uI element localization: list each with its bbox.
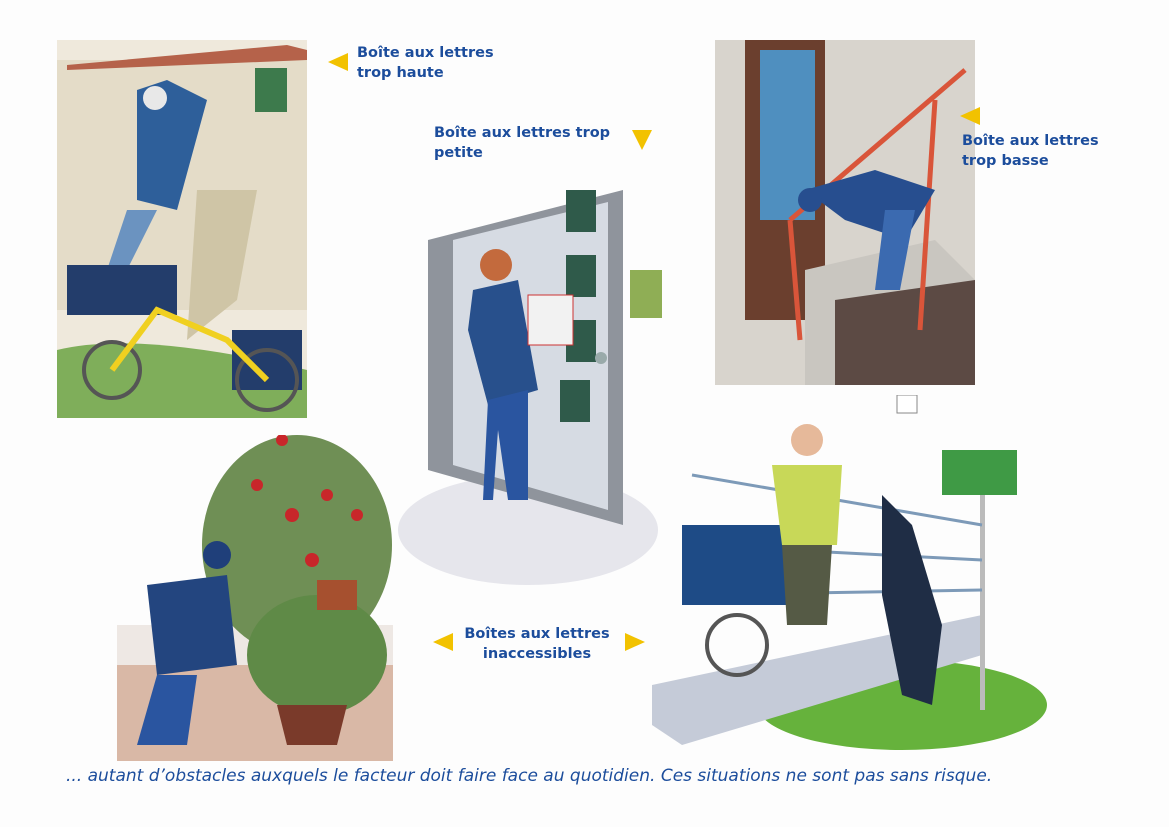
label-line: Boîte aux lettres — [962, 133, 1099, 149]
arrow-pointer-left — [960, 107, 980, 125]
caption: ... autant d’obstacles auxquels le facte… — [66, 766, 993, 786]
arrow-pointer-right — [625, 633, 645, 651]
arrow-pointer-left — [433, 633, 453, 651]
label-mailbox-too-low: Boîte aux lettres trop basse — [962, 131, 1099, 171]
illustration-mailbox-too-low — [715, 40, 975, 385]
label-mailbox-too-small: Boîte aux lettres trop petite — [434, 123, 610, 163]
label-line: inaccessibles — [482, 646, 592, 662]
arrow-pointer-down — [632, 130, 652, 150]
label-line: Boîtes aux lettres — [464, 626, 610, 642]
illustration-mailbox-behind-bush — [117, 435, 393, 761]
illustration-mailbox-too-small — [398, 190, 662, 585]
label-line: trop haute — [357, 65, 444, 81]
illustration-mailbox-too-high — [57, 40, 307, 418]
arrow-pointer-left — [328, 53, 348, 71]
label-line: trop basse — [962, 153, 1049, 169]
label-mailbox-inaccessible: Boîtes aux lettres inaccessibles — [462, 624, 612, 664]
label-line: Boîte aux lettres trop — [434, 125, 611, 141]
label-mailbox-too-high: Boîte aux lettres trop haute — [357, 43, 494, 83]
illustration-mailbox-guarded-by-dog — [652, 395, 1047, 750]
label-line: petite — [434, 145, 483, 161]
label-line: Boîte aux lettres — [357, 45, 494, 61]
